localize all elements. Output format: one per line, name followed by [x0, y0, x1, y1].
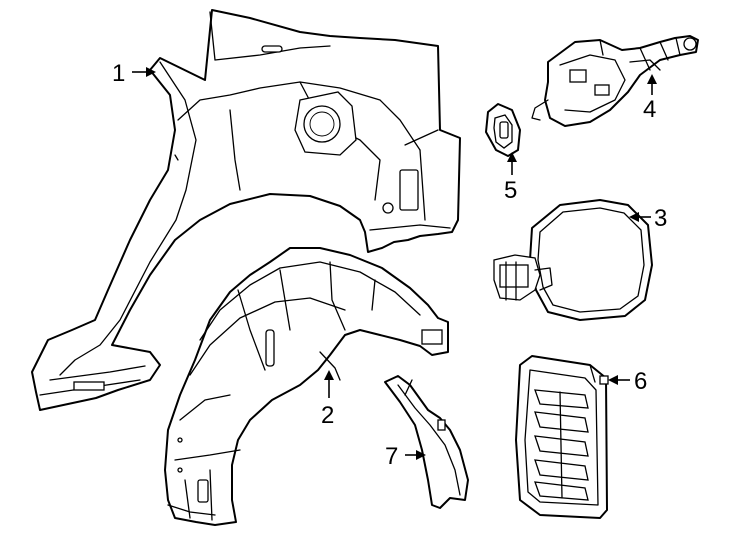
fuel-door-opening [294, 91, 357, 156]
leader-7 [405, 450, 426, 460]
leader-5 [507, 152, 517, 175]
splash-shield [384, 375, 469, 509]
bracket [485, 103, 521, 157]
leader-1 [132, 67, 156, 77]
callout-3: 3 [654, 205, 667, 232]
callout-4: 4 [643, 96, 656, 123]
leader-6 [608, 375, 630, 385]
wheel-liner [164, 247, 449, 526]
leader-2 [324, 370, 334, 398]
pressure-relief-vent [515, 355, 609, 519]
leader-4 [647, 74, 657, 95]
callout-5: 5 [504, 177, 517, 204]
leader-3 [629, 212, 651, 222]
callout-7: 7 [385, 443, 398, 470]
callout-6: 6 [634, 368, 647, 395]
fuel-door [493, 199, 653, 321]
callout-2: 2 [321, 402, 334, 429]
fuel-door-actuator [531, 35, 699, 127]
callout-1: 1 [112, 60, 125, 87]
